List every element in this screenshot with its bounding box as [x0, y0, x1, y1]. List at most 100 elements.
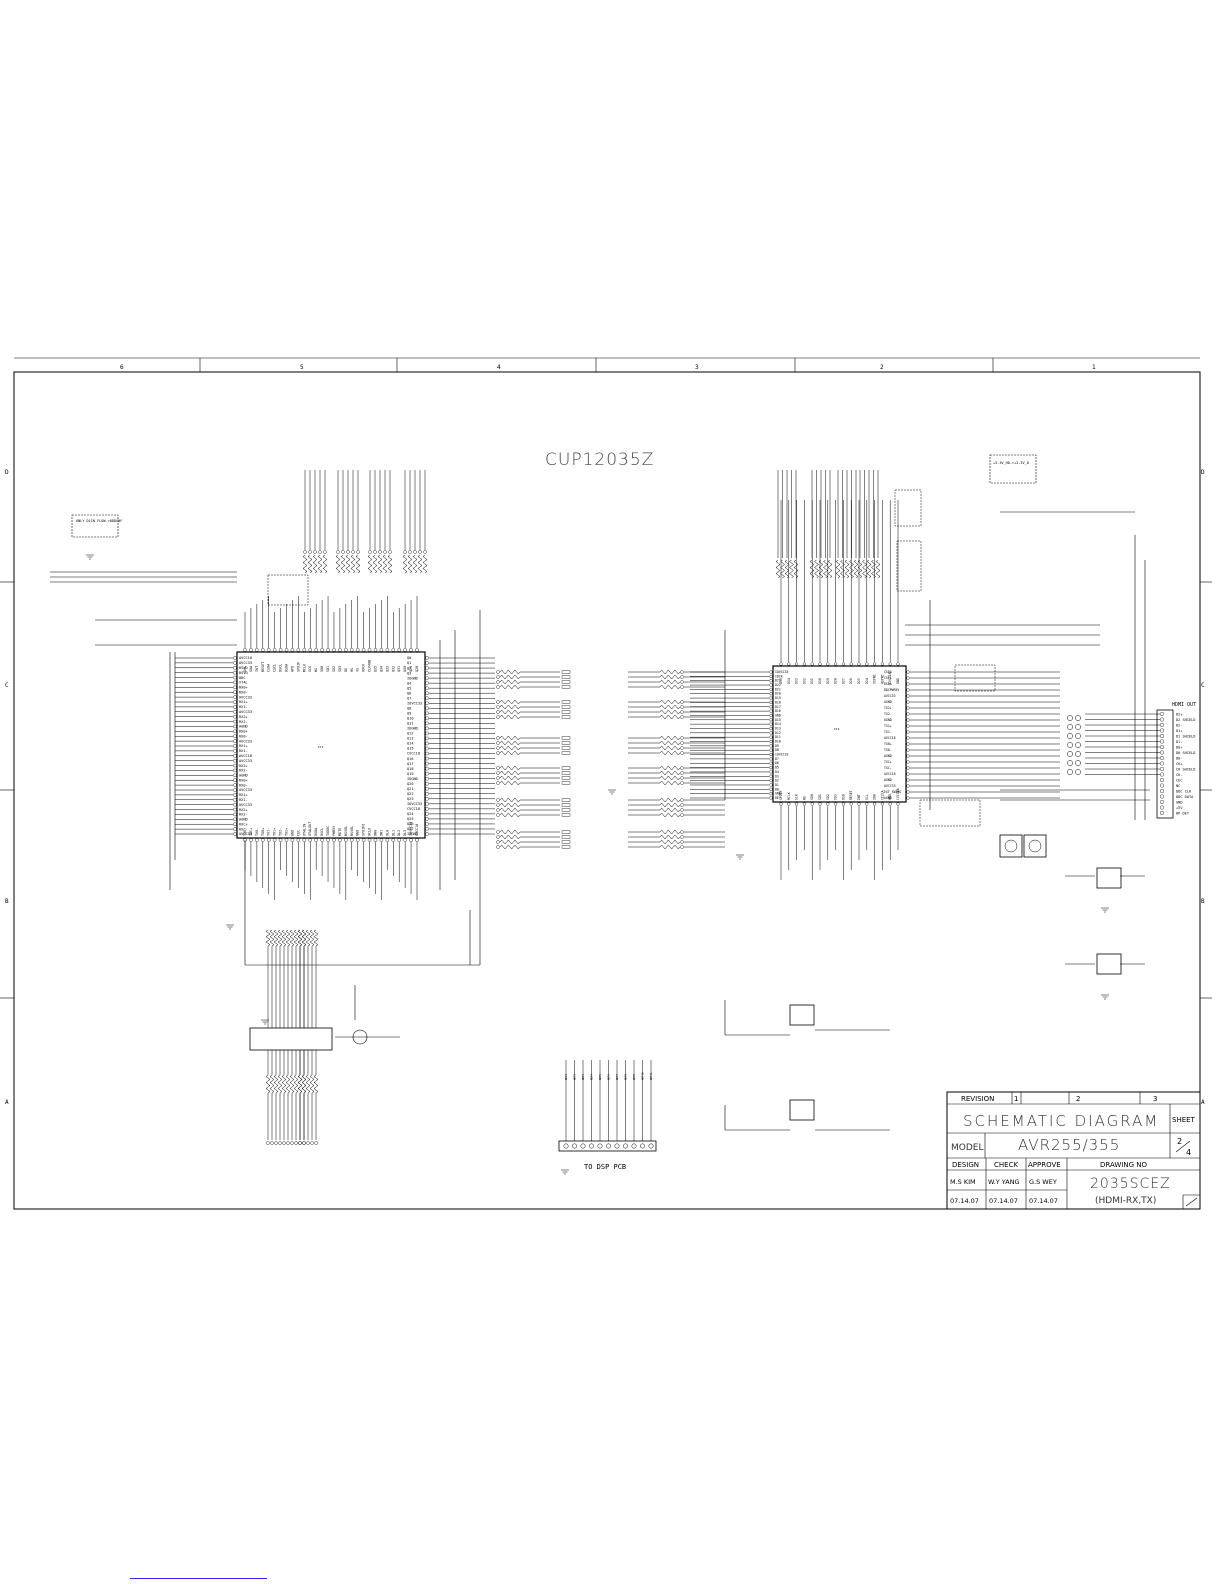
pin-label: IOVCC33: [407, 802, 422, 806]
pin-circle: [906, 718, 910, 722]
pad: [496, 781, 500, 785]
pin-label: D18: [775, 700, 781, 704]
net-flag: [561, 670, 571, 674]
title-heading: SCHEMATIC DIAGRAM: [963, 1112, 1159, 1130]
pad: [496, 715, 500, 719]
pin-label: SD0: [810, 794, 814, 800]
resistor: [659, 844, 681, 850]
zone-col-label: 4: [497, 364, 501, 371]
pin-label: CEC: [296, 830, 300, 836]
pin-circle: [769, 735, 773, 739]
approve-label: APPROVE: [1028, 1161, 1061, 1169]
header-connector: [249, 1027, 333, 1051]
pin-label: D13: [775, 726, 781, 730]
pin-label: RX0+: [239, 778, 248, 782]
resistor: [305, 1074, 311, 1094]
pin-label: Q23: [407, 797, 414, 801]
net-flag: [561, 835, 571, 839]
pin-label: AGND: [239, 774, 248, 778]
pin-circle: [249, 648, 253, 652]
pin-circle: [233, 729, 237, 734]
regulator: [789, 1099, 815, 1121]
pin-circle: [833, 802, 838, 806]
resistor: [313, 1074, 319, 1094]
pin-label: RX2-: [239, 769, 248, 773]
pad: [496, 741, 500, 745]
pin-circle: [260, 838, 265, 842]
resistor: [849, 559, 854, 579]
hdmi-pin: [1159, 783, 1164, 788]
pin-label: TXC+: [884, 760, 892, 764]
resistor: [265, 929, 271, 947]
pin-circle: [272, 648, 277, 652]
pad: [278, 1141, 282, 1145]
pin-label: D34: [787, 678, 791, 684]
resistor: [659, 704, 681, 710]
pin-circle: [802, 802, 806, 806]
resistor: [659, 709, 681, 715]
pin-circle: [233, 744, 237, 748]
pin-label: D20: [775, 692, 781, 696]
pin-circle: [373, 838, 378, 842]
pin-label: GND: [775, 713, 781, 717]
pin-label: RSVDL: [344, 826, 348, 836]
pin-circle: [849, 802, 853, 806]
resistor: [659, 770, 681, 776]
pin-circle: [278, 838, 283, 842]
pin-label: Q25: [407, 817, 414, 821]
pin-circle: [810, 802, 814, 806]
pin-label: D8: [775, 748, 779, 752]
pin-label: WS: [314, 668, 318, 672]
pin-circle: [826, 802, 830, 806]
pin-circle: [266, 648, 271, 652]
pad: [282, 1141, 286, 1145]
hdmi-pin-label: NC: [1176, 784, 1180, 788]
pin-circle: [826, 662, 830, 666]
pin-circle: [397, 648, 402, 652]
pin-circle: [338, 838, 342, 842]
pad: [496, 840, 500, 844]
pin-label: D27: [841, 678, 845, 684]
resistor: [297, 1074, 303, 1094]
resistor: [499, 770, 521, 776]
net-flag: [561, 766, 571, 770]
pin-circle: [425, 807, 429, 811]
zone-row-label: B: [5, 898, 9, 905]
resistor: [659, 797, 681, 803]
pin-label: D30: [818, 678, 822, 684]
zone-col-label: 5: [300, 364, 304, 371]
pin-circle: [769, 718, 773, 722]
pad: [373, 550, 377, 554]
connector-label: TO DSP PCB: [584, 1163, 626, 1171]
pad: [496, 700, 500, 704]
pad: [680, 813, 684, 817]
pin-circle: [425, 736, 429, 741]
approve-date: 07.14.07: [1029, 1197, 1058, 1205]
pin-label: TXDDC: [326, 826, 330, 836]
pin-label: ODCK: [362, 663, 366, 672]
dashed-region: [954, 664, 996, 692]
esd-diode: [1075, 769, 1081, 775]
pin-label: IOGND: [407, 777, 418, 781]
rev-col-1: 1: [1014, 1095, 1018, 1103]
pin-circle: [906, 766, 910, 770]
pin-label: MUTE: [338, 828, 342, 836]
pin-label: GND: [356, 830, 360, 836]
pin-label: D19: [775, 696, 781, 700]
pin-label: SPDIFO: [362, 824, 366, 836]
pad: [496, 803, 500, 807]
pin-label: GND: [775, 792, 781, 796]
pin-label: XTAL: [239, 681, 248, 685]
pad: [351, 550, 355, 554]
pin-label: D3: [775, 774, 779, 778]
hdmi-pin: [1159, 811, 1164, 816]
resistor: [818, 559, 824, 579]
pin-circle: [425, 706, 429, 711]
pin-label: DSCL: [320, 828, 324, 836]
pad: [496, 771, 500, 775]
pin-label: RX1+: [239, 700, 248, 704]
pin-circle: [769, 787, 773, 791]
pin-circle: [906, 712, 910, 716]
resistor: [322, 554, 328, 574]
hdmi-pin-label: D0+: [1176, 745, 1183, 749]
